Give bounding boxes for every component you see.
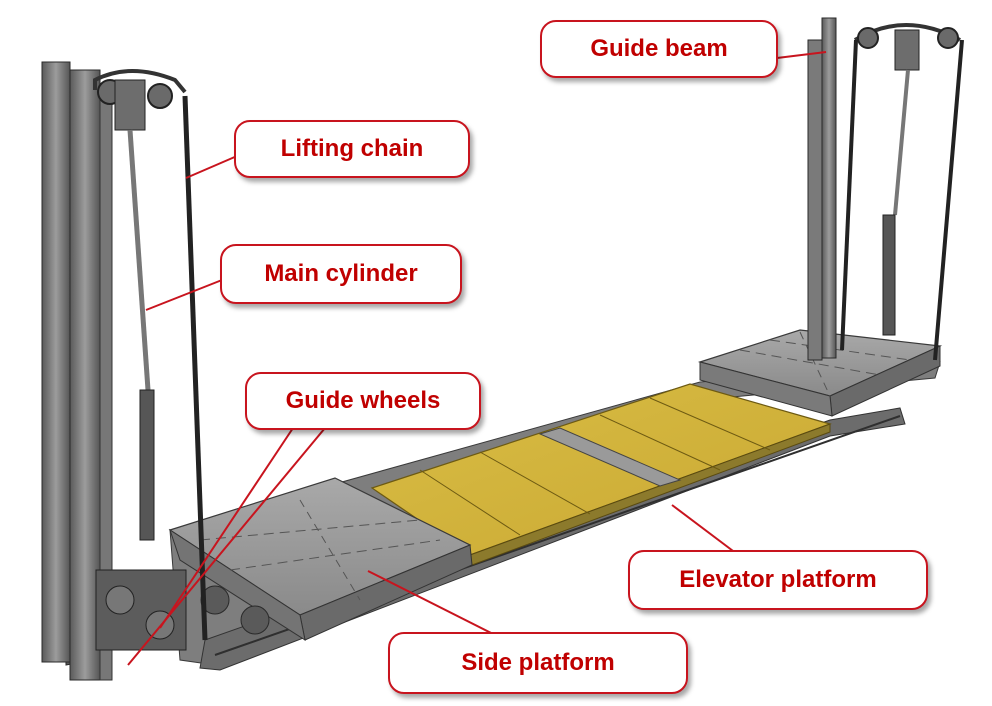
right-side-platform <box>697 329 943 417</box>
label-guide-beam: Guide beam <box>540 20 778 78</box>
leader-guide-wheels-2 <box>159 421 298 629</box>
label-side-platform: Side platform <box>388 632 688 694</box>
leader-lines <box>127 51 827 666</box>
right-guide-tower <box>807 17 964 361</box>
leader-main-cylinder <box>145 279 223 311</box>
label-main-cylinder: Main cylinder <box>220 244 462 304</box>
leader-side-platform <box>367 570 506 641</box>
left-guide-tower <box>41 61 208 681</box>
leader-lifting-chain <box>185 155 238 179</box>
leader-guide-beam <box>776 51 827 59</box>
label-lifting-chain: Lifting chain <box>234 120 470 178</box>
label-elevator-platform: Elevator platform <box>628 550 928 610</box>
label-guide-wheels: Guide wheels <box>245 372 481 430</box>
